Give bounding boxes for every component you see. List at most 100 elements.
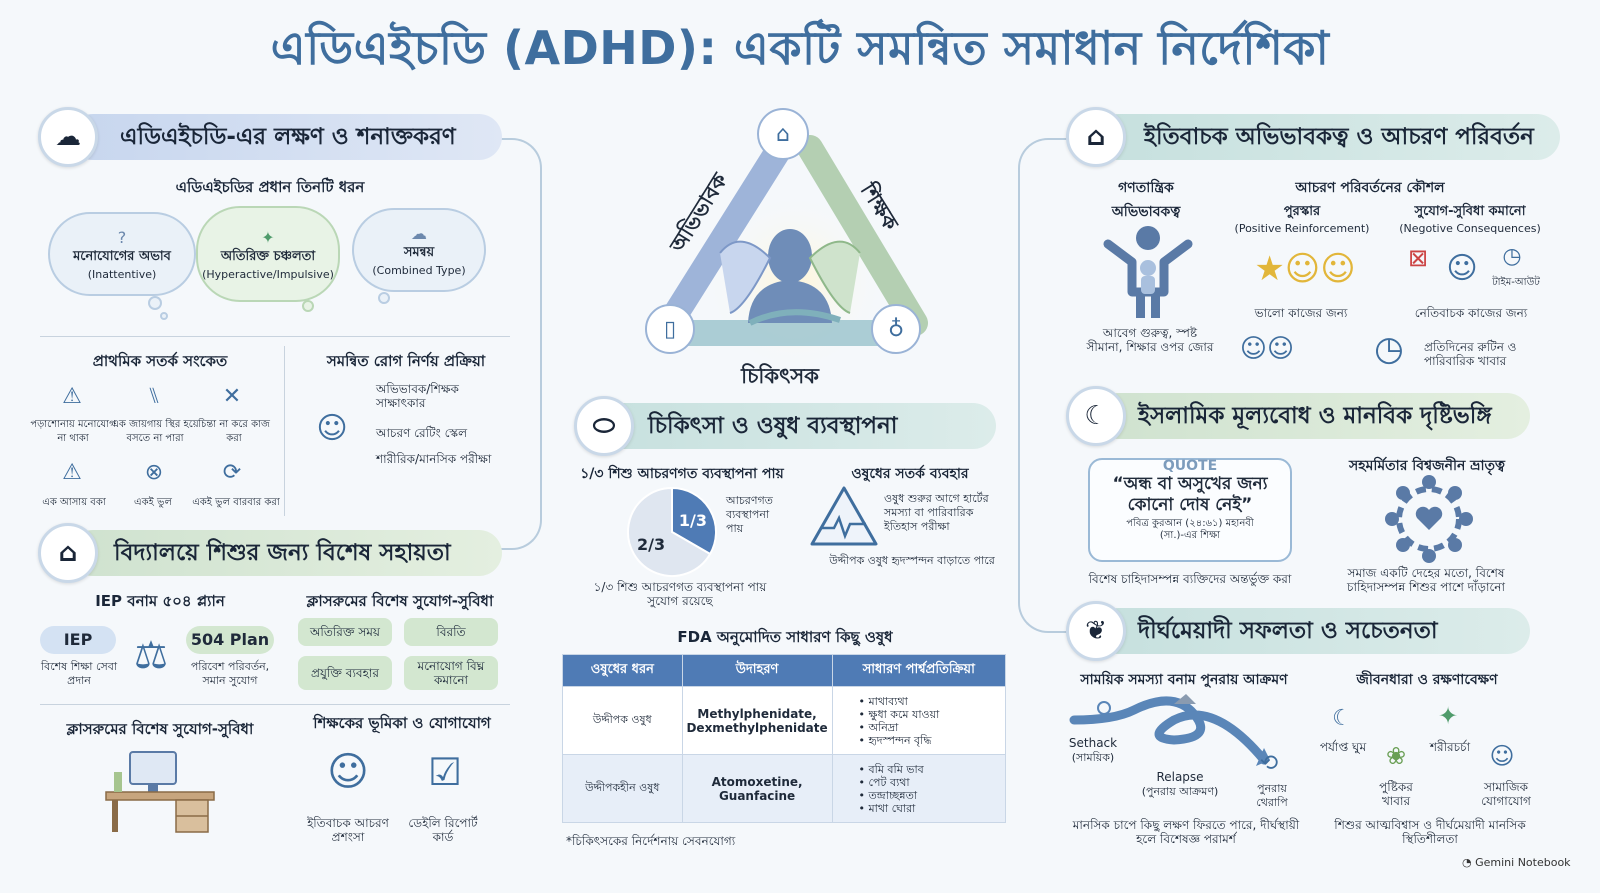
connector-left-top <box>500 138 542 428</box>
pie-slice-label: 2/3 <box>637 535 665 554</box>
islamic-heading: ইসলামিক মূল্যবোধ ও মানবিক দৃষ্টিভঙ্গি <box>1138 402 1492 429</box>
plan-desc: পরিবেশ পরিবর্তন, সমান সুযোগ <box>190 660 270 687</box>
crescent-hands-icon: ☾ <box>1066 386 1126 446</box>
brain-icon: ☁ <box>38 107 98 167</box>
table-cell: Methylphenidate, Dexmethylphenidate <box>681 686 833 755</box>
type-name-1: অতিরিক্ত চঞ্চলতা <box>220 248 316 264</box>
repeat-icon: ⟳ <box>222 459 242 485</box>
reduce-en: (Negotive Consequences) <box>1399 222 1541 235</box>
relapse-text: Relapse <box>1156 770 1204 784</box>
side-effect: • বমি বমি ভাব <box>858 762 924 776</box>
iep-title: IEP বনাম ৫০৪ প্ল্যান <box>95 592 225 610</box>
setback-bn: (সাময়িক) <box>1071 751 1115 764</box>
reduce-desc: নেতিবাচক কাজের জন্য <box>1414 306 1528 320</box>
lifestyle-note: শিশুর আত্মবিশ্বাস ও দীর্ঘমেয়াদী মানসিক … <box>1334 818 1526 846</box>
quote-label: QUOTE <box>1162 458 1218 474</box>
running-icon: ✦ <box>261 227 275 247</box>
democratic-title: গণতান্ত্রিক অভিভাবকত্ব <box>1111 180 1181 220</box>
reduce-title: সুযোগ-সুবিধা কমানো <box>1414 204 1526 219</box>
parent-child-icon <box>1103 226 1193 318</box>
routine-text: প্রতিদিনের রুটিন ও পারিবারিক খাবার <box>1424 340 1517 368</box>
accom-item-1: বিরতি <box>404 618 498 646</box>
routine-clock-icon: ◷ <box>1374 329 1404 369</box>
type-cloud-combined: ☁ সমন্বয় (Combined Type) <box>352 208 486 292</box>
relapse-bn: (পুনরায় আক্রমণ) <box>1141 785 1219 798</box>
side-effect: • পেট ব্যথা <box>858 775 910 789</box>
gemini-icon: ◔ <box>1462 856 1472 869</box>
signs-title: প্রাথমিক সতর্ক সংকেত <box>92 352 228 370</box>
center-label-doctor: চিকিৎসক <box>741 364 819 388</box>
cloud-bubble <box>160 312 168 320</box>
table-row: উদ্দীপকহীন ওষুধ Atomoxetine, Guanfacine … <box>562 754 1007 823</box>
teacher-title: শিক্ষকের ভূমিকা ও যোগাযোগ <box>313 714 491 732</box>
school-icon: ⌂ <box>38 523 98 583</box>
fda-title: FDA অনুমোদিত সাধারণ কিছু ওষুধ <box>677 628 893 646</box>
fda-table: ওষুধের ধরন উদাহরণ সাধারণ পার্শ্বপ্রতিক্র… <box>562 654 1007 823</box>
pie-slice-label: 1/3 <box>679 511 707 530</box>
warning-icon: ⚠ <box>62 459 82 485</box>
relapse-label: Relapse (পুনরায় আক্রমণ) <box>1130 770 1230 799</box>
caution-text: ওষুধ শুরুর আগে হার্টের সমস্যা বা পারিবার… <box>884 492 989 533</box>
thought-cross-icon: ✕ <box>222 383 242 409</box>
desk-icon <box>105 751 215 833</box>
repeat-therapy-icon: ⟲ <box>1259 750 1279 776</box>
food-label: পুষ্টিকর খাবার <box>1379 780 1413 808</box>
sign-5: একই ভুল বারবার করা <box>192 497 280 508</box>
cloud-bubble <box>378 292 390 304</box>
iep-pill: IEP <box>40 626 116 654</box>
question-icon: ? <box>117 227 127 247</box>
accom-item-3: মনোযোগ বিঘ্ন কমানো <box>404 656 498 690</box>
accom2-title: ক্লাসরুমের বিশেষ সুযোগ-সুবিধা <box>66 720 254 738</box>
connector-right-bottom <box>1018 428 1068 633</box>
type-cloud-inattentive: ? মনোযোগের অভাব (Inattentive) <box>48 212 196 296</box>
diagnosis-0: অভিভাবক/শিক্ষক সাক্ষাৎকার <box>376 382 459 410</box>
center-triangle-graphic <box>657 135 928 363</box>
stethoscope-icon: ♁ <box>871 304 921 354</box>
accom-title: ক্লাসরুমের বিশেষ সুযোগ-সুবিধা <box>306 592 494 610</box>
school-heading: বিদ্যালয়ে শিশুর জন্য বিশেষ সহায়তা <box>114 539 451 566</box>
divider <box>40 336 510 337</box>
sprout-hand-icon: ❦ <box>1066 601 1126 661</box>
warning-eye-icon: ⚠ <box>62 383 82 409</box>
scale-icon: ⚖ <box>133 633 169 677</box>
caution-title: ওষুধের সতর্ক ব্যবহার <box>851 466 969 482</box>
types-title: এডিএইচডির প্রধান তিনটি ধরন <box>175 178 365 196</box>
book-icon: ▯ <box>645 304 695 354</box>
setback-text: Sethack <box>1068 736 1118 750</box>
type-en-1: (Hyperactive/Impulsive) <box>202 267 334 281</box>
side-effect: • মাথাব্যথা <box>858 694 908 708</box>
diagnosis-title: সমন্বিত রোগ নির্ণয় প্রক্রিয়া <box>326 352 486 370</box>
table-cell: • বমি বমি ভাব • পেট ব্যথা • তন্দ্রাচ্ছন্… <box>831 754 1007 823</box>
accom-item-2: প্রযুক্তি ব্যবহার <box>298 656 392 690</box>
unity-circle-icon <box>1385 475 1473 563</box>
child-icon: ☺ <box>1446 250 1478 286</box>
sign-4: একই ভুল <box>134 497 172 508</box>
cloud-bubble <box>148 296 162 310</box>
school-banner: ⌂ বিদ্যালয়ে শিশুর জন্য বিশেষ সহায়তা <box>38 523 502 583</box>
combined-icon: ☁ <box>411 223 427 243</box>
pie-title: ১/৩ শিশু আচরণগত ব্যবস্থাপনা পায় <box>580 466 784 482</box>
setback-label: Sethack (সাময়িক) <box>1060 736 1126 765</box>
pie-caption: ১/৩ শিশু আচরণগত ব্যবস্থাপনা পায় সুযোগ র… <box>593 580 767 608</box>
side-effect: • ক্ষুধা কমে যাওয়া <box>858 707 940 721</box>
democratic-desc: আবেগ গুরুত্ব, স্পষ্ট সীমানা, শিক্ষার ওপর… <box>1086 326 1214 354</box>
sign-0: পড়াশোনায় মনোযোগ না থাকা <box>30 419 116 444</box>
type-en-0: (Inattentive) <box>87 267 157 281</box>
quote-text: “অন্ধ বা অসুখের জন্য কোনো দোষ নেই” <box>1112 474 1268 515</box>
mistake-icon: ⊗ <box>144 459 164 485</box>
timeout-label: টাইম-আউট <box>1492 277 1540 288</box>
table-row: উদ্দীপক ওষুধ Methylphenidate, Dexmethylp… <box>562 686 1007 755</box>
sign-2: চিন্তা না করে কাজ করা <box>198 419 270 444</box>
clock-icon: ◷ <box>1502 243 1522 269</box>
sign-3: এক আসায় বকা <box>42 497 106 508</box>
plan-pill: 504 Plan <box>186 626 274 654</box>
table-header: সাধারণ পার্শ্বপ্রতিক্রিয়া <box>831 654 1007 687</box>
brotherhood-title: সহমর্মিতার বিশ্বজনীন ভ্রাতৃত্ব <box>1348 458 1505 474</box>
quote-box: QUOTE “অন্ধ বা অসুখের জন্য কোনো দোষ নেই”… <box>1088 458 1292 562</box>
medical-banner: ⬭ চিকিৎসা ও ওষুধ ব্যবস্থাপনা <box>574 396 996 456</box>
chair-icon: ⑊ <box>147 383 161 409</box>
type-cloud-hyperactive: ✦ অতিরিক্ত চঞ্চলতা (Hyperactive/Impulsiv… <box>196 206 340 302</box>
iep-desc: বিশেষ শিক্ষা সেবা প্রদান <box>40 660 118 687</box>
